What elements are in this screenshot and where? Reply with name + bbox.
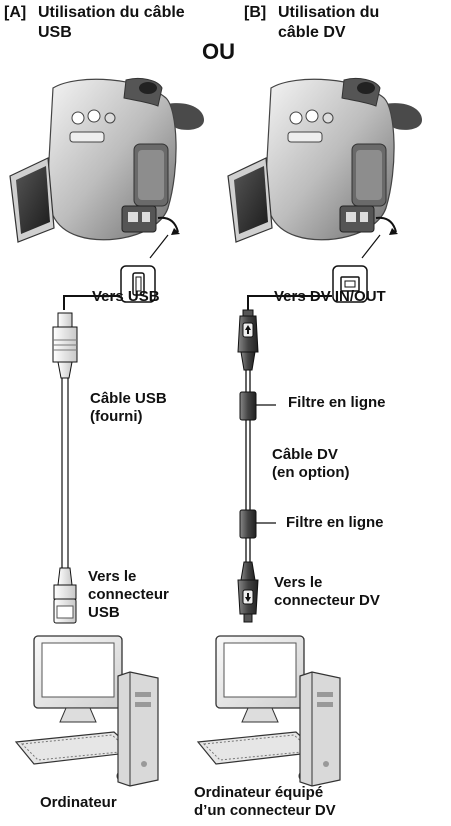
- computer-icon-left: [16, 636, 158, 786]
- to-dv-connector-1: Vers le: [274, 574, 322, 591]
- computer-label-right-2: d’un connecteur DV: [194, 802, 336, 819]
- to-usb-connector-1: Vers le: [88, 568, 136, 585]
- to-usb-connector-3: USB: [88, 604, 120, 621]
- or-label: OU: [202, 40, 235, 64]
- camcorder-icon-right: [228, 78, 422, 242]
- computer-icon-right: [198, 636, 340, 786]
- to-dv-label: Vers DV IN/OUT: [274, 288, 386, 305]
- filter-label-bottom: Filtre en ligne: [286, 514, 384, 531]
- computer-label-right-1: Ordinateur équipé: [194, 784, 323, 801]
- filter-label-top: Filtre en ligne: [288, 394, 386, 411]
- usb-cable-label-1: Câble USB: [90, 390, 167, 407]
- to-dv-connector-2: connecteur DV: [274, 592, 380, 609]
- label-a-line1: Utilisation du câble: [38, 4, 185, 22]
- dv-cable-label-2: (en option): [272, 464, 349, 481]
- label-a-line2: USB: [38, 24, 72, 42]
- label-a-tag: [A]: [4, 4, 26, 22]
- camcorder-icon-left: [10, 78, 204, 242]
- label-b-line1: Utilisation du: [278, 4, 379, 22]
- to-usb-connector-2: connecteur: [88, 586, 169, 603]
- dv-cable: [238, 310, 276, 622]
- label-b-tag: [B]: [244, 4, 266, 22]
- label-b-line2: câble DV: [278, 24, 346, 42]
- usb-cable: [53, 313, 77, 623]
- dv-cable-label-1: Câble DV: [272, 446, 338, 463]
- to-usb-label: Vers USB: [92, 288, 160, 305]
- usb-cable-label-2: (fourni): [90, 408, 142, 425]
- computer-label-left: Ordinateur: [40, 794, 117, 811]
